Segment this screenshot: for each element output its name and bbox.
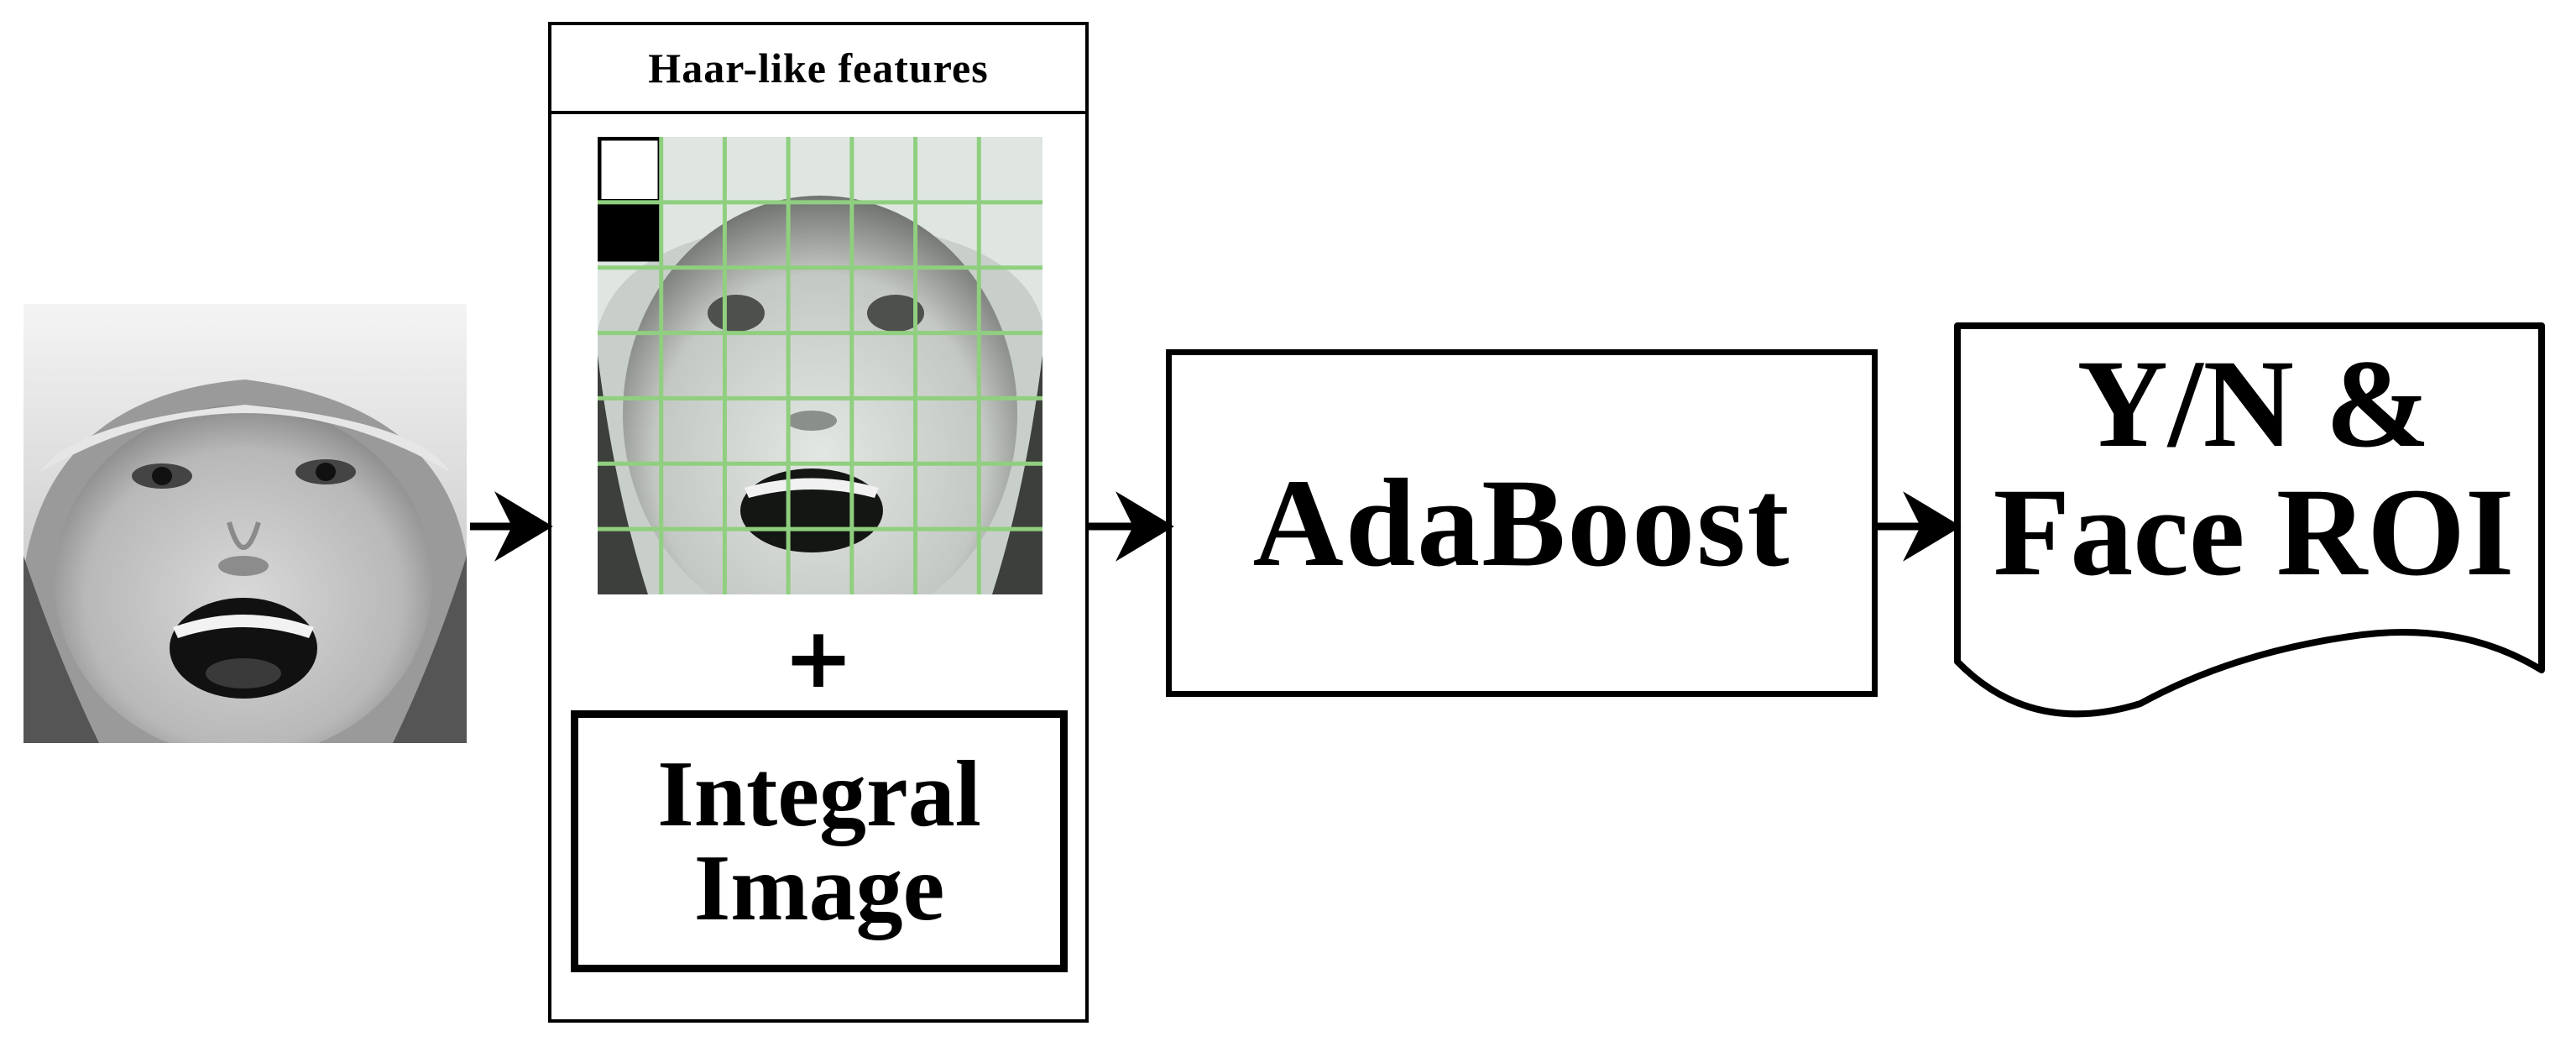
arrow-haar-to-adaboost-head (1116, 491, 1174, 562)
output-document-shape (1954, 322, 2545, 718)
plus-sign: + (783, 608, 854, 707)
adaboost-box: AdaBoost (1166, 349, 1878, 697)
output-line2: Face ROI (1993, 463, 2515, 602)
haar-grid-image (598, 137, 1042, 594)
arrow-photo-to-haar-head (494, 491, 553, 562)
integral-image-line2: Image (693, 836, 945, 940)
output-label: Y/N & Face ROI (1956, 340, 2552, 597)
haar-features-title: Haar-like features (551, 25, 1085, 114)
integral-image-box: Integral Image (571, 710, 1068, 972)
output-line1: Y/N & (2077, 334, 2431, 474)
integral-image-line1: Integral (657, 742, 981, 846)
face-photo (24, 304, 467, 743)
